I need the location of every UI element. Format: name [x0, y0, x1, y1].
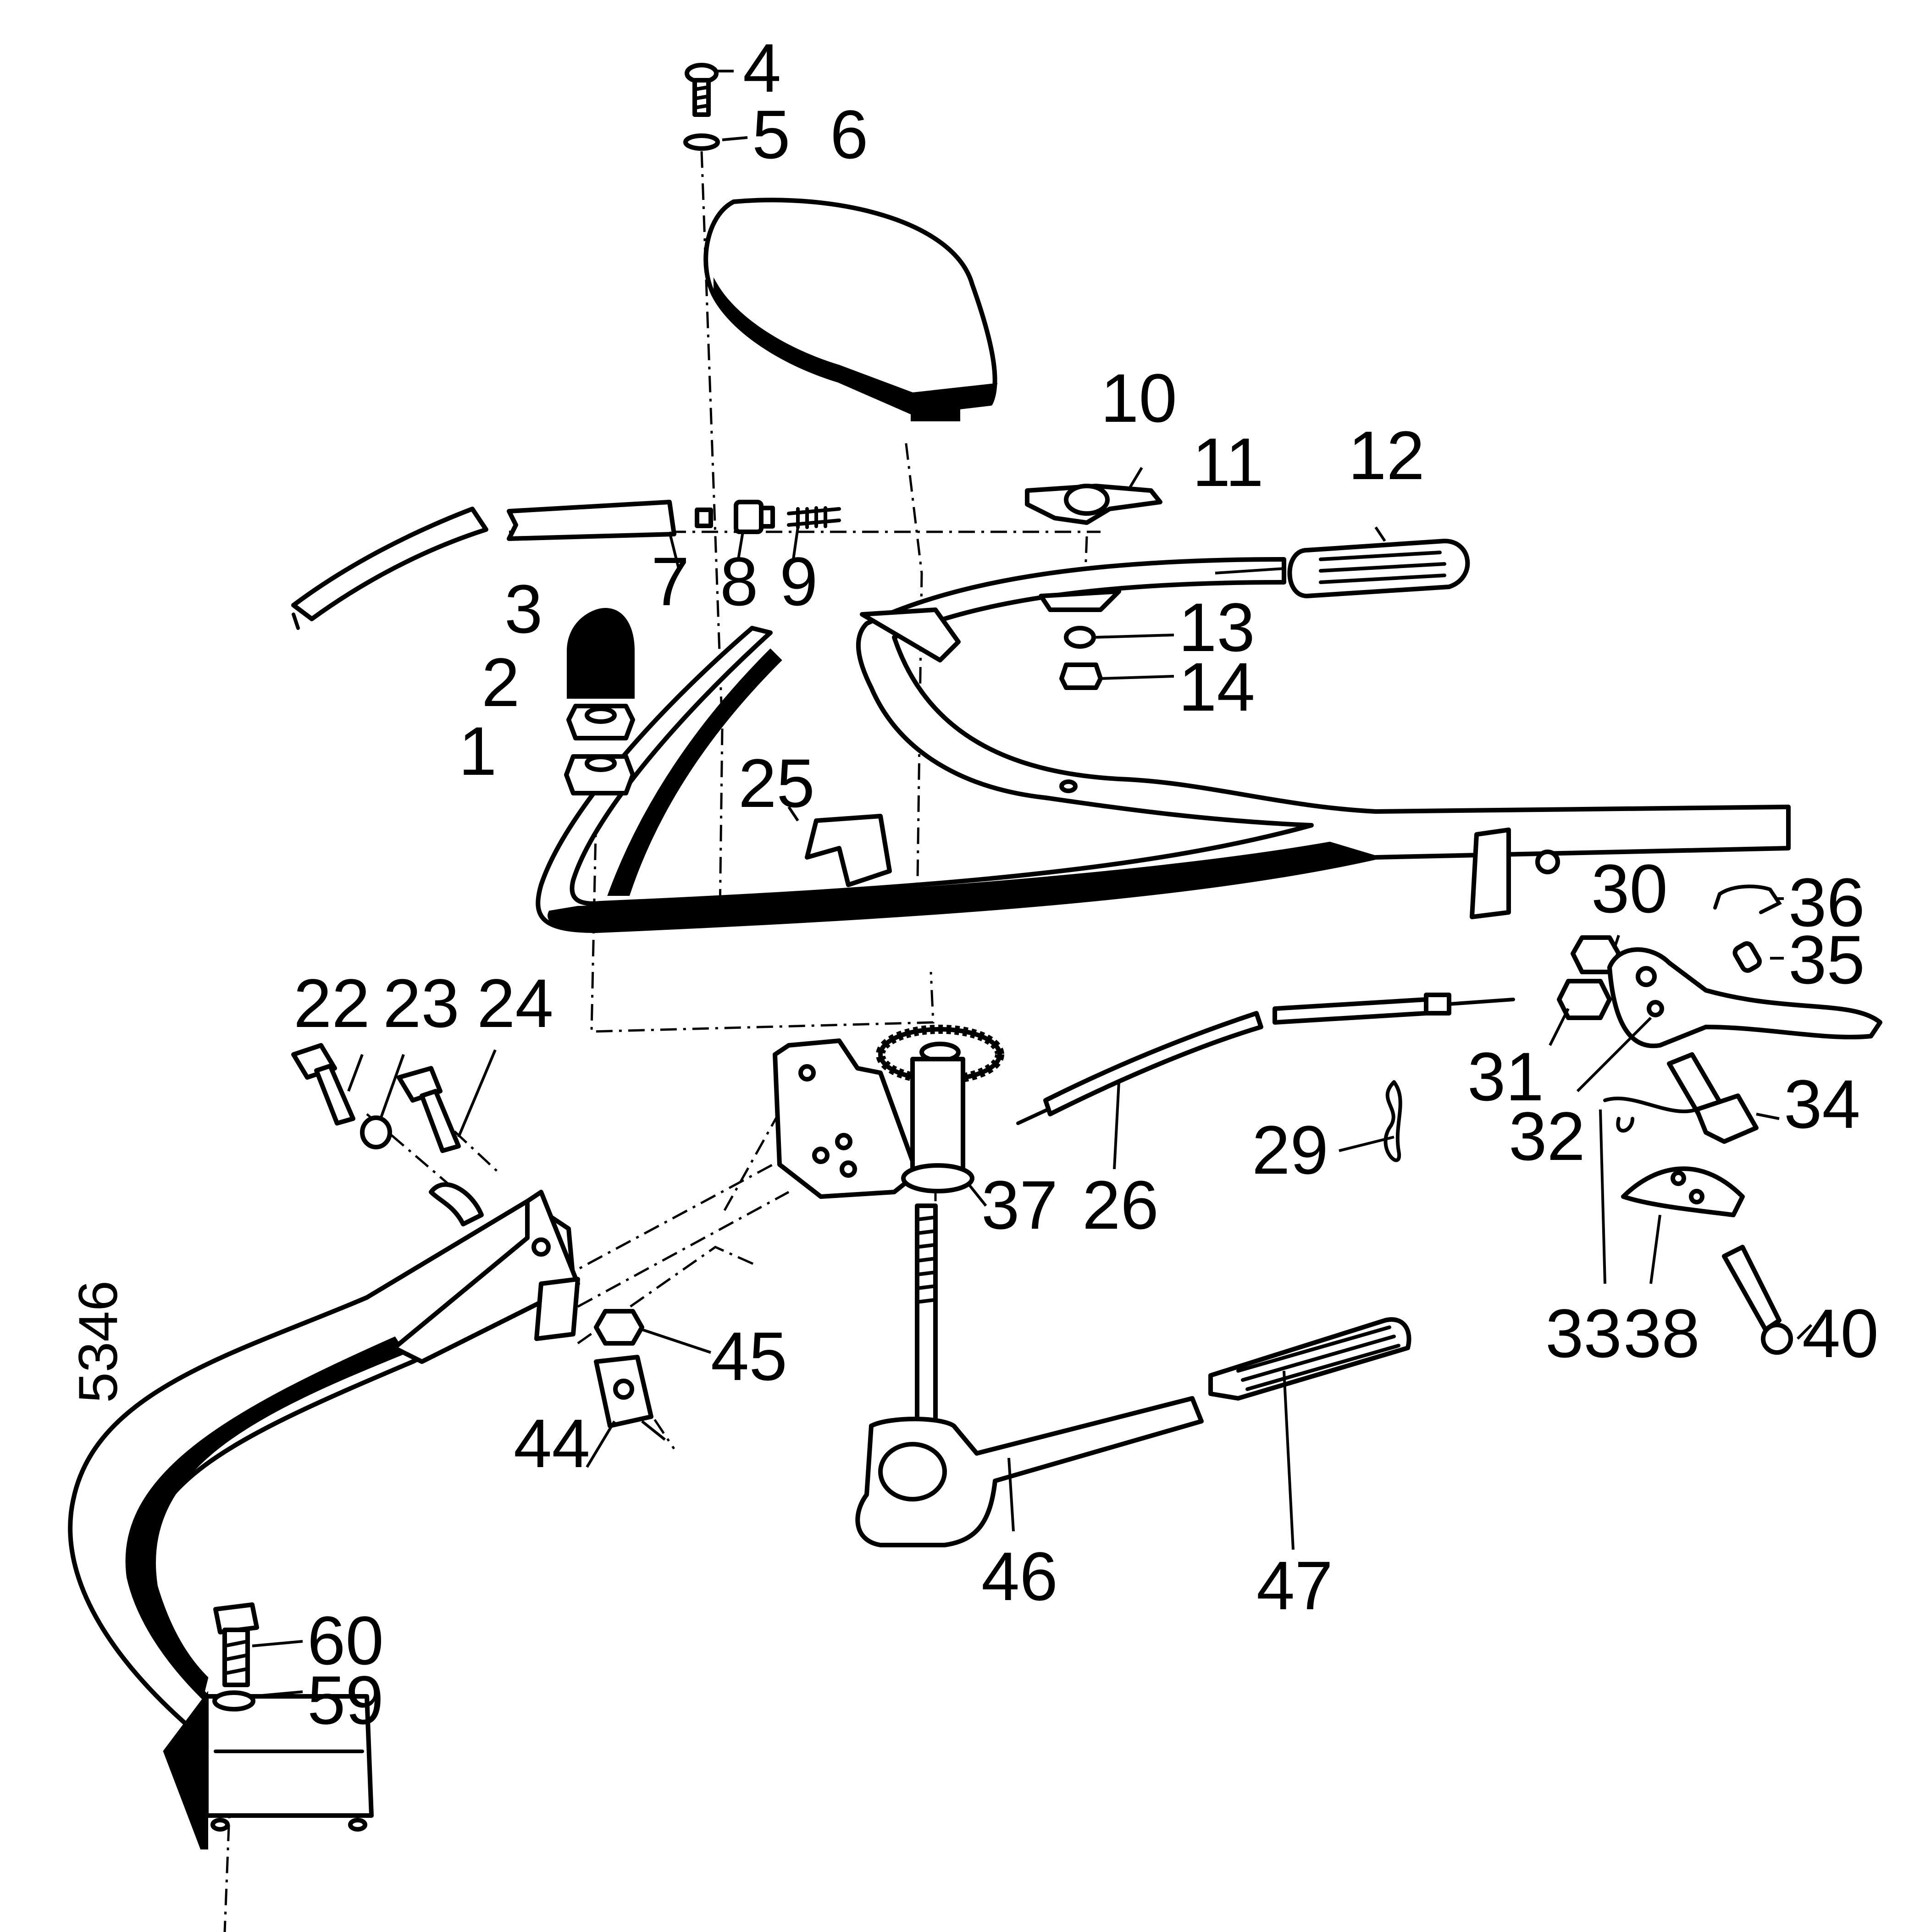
bolt-36 [1667, 1052, 1759, 1144]
callout-24: 24 [477, 965, 553, 1042]
callout-26: 26 [1082, 1166, 1159, 1243]
stand-lever [855, 1203, 1204, 1547]
callout-35: 40 [1802, 1295, 1879, 1372]
callout-38: 36 [1788, 864, 1865, 941]
callout-45: 45 [711, 1318, 787, 1395]
frame-bolts [291, 1043, 461, 1153]
callout-47: 47 [1256, 1547, 1333, 1624]
cable-adjuster [695, 500, 841, 534]
washer-and-nut-13-14 [1059, 626, 1103, 690]
callout-40: 37 [981, 1166, 1058, 1243]
screw-and-washer [683, 63, 720, 151]
callout-10: 10 [1101, 359, 1177, 436]
seat-cover [703, 198, 998, 421]
callout-60: 60 [307, 1602, 384, 1679]
cap-nut-stack [564, 607, 635, 795]
clip-25 [805, 814, 892, 887]
callout-34: 38 [1623, 1295, 1700, 1372]
callout-9: 9 [780, 543, 818, 620]
callout-33: 33 [1545, 1295, 1622, 1372]
callout-32: 32 [1509, 1098, 1585, 1175]
callout-59: 59 [307, 1662, 384, 1739]
plate-and-nut-44-45 [534, 1277, 653, 1428]
callout-13: 13 [1179, 589, 1255, 666]
brake-lever [1607, 947, 1882, 1049]
spring-clip [1383, 1080, 1402, 1162]
pivot-bracket [773, 1025, 1004, 1199]
throttle-cable [291, 500, 676, 630]
callout-31: 31 [1467, 1038, 1544, 1115]
bolt-and-washer-59-60 [212, 1602, 259, 1711]
leader-lines [252, 70, 1813, 1698]
screw-35 [1722, 1245, 1793, 1355]
callout-23: 23 [383, 965, 459, 1042]
pin-and-spring-clip [1713, 884, 1782, 973]
callout-30: 30 [1591, 850, 1668, 927]
callout-7: 7 [651, 543, 689, 620]
lever-bracket [1470, 828, 1560, 919]
callout-6: 6 [830, 96, 868, 173]
callout-8: 8 [720, 543, 758, 620]
callout-1: 1 [459, 712, 497, 789]
callout-46: 46 [981, 1538, 1058, 1615]
foot-grip [1208, 1317, 1411, 1401]
callout-29: 29 [1252, 1111, 1328, 1188]
lever-spring-and-plate [1603, 1096, 1745, 1217]
callout-11: 11 [1192, 424, 1264, 501]
callout-36: 34 [1784, 1065, 1860, 1143]
callout-14: 14 [1179, 648, 1255, 725]
callout-12: 12 [1348, 417, 1425, 494]
control-lever [1025, 484, 1162, 525]
callout-labels: 4 5 6 10 11 12 7 8 9 3 2 1 13 14 25 30 3… [67, 29, 1879, 1739]
handle-grip [1287, 539, 1470, 598]
drawing-number: 5346 [67, 1281, 129, 1403]
callout-25: 25 [738, 745, 815, 822]
callout-22: 22 [293, 965, 370, 1042]
callout-3: 3 [504, 570, 542, 647]
callout-5: 5 [752, 96, 790, 173]
callout-2: 2 [481, 644, 520, 721]
brake-cable [1016, 993, 1515, 1125]
callout-4: 4 [743, 29, 781, 106]
callout-37: 35 [1788, 921, 1865, 998]
callout-44: 44 [514, 1405, 590, 1482]
lower-frame [68, 1182, 580, 1849]
